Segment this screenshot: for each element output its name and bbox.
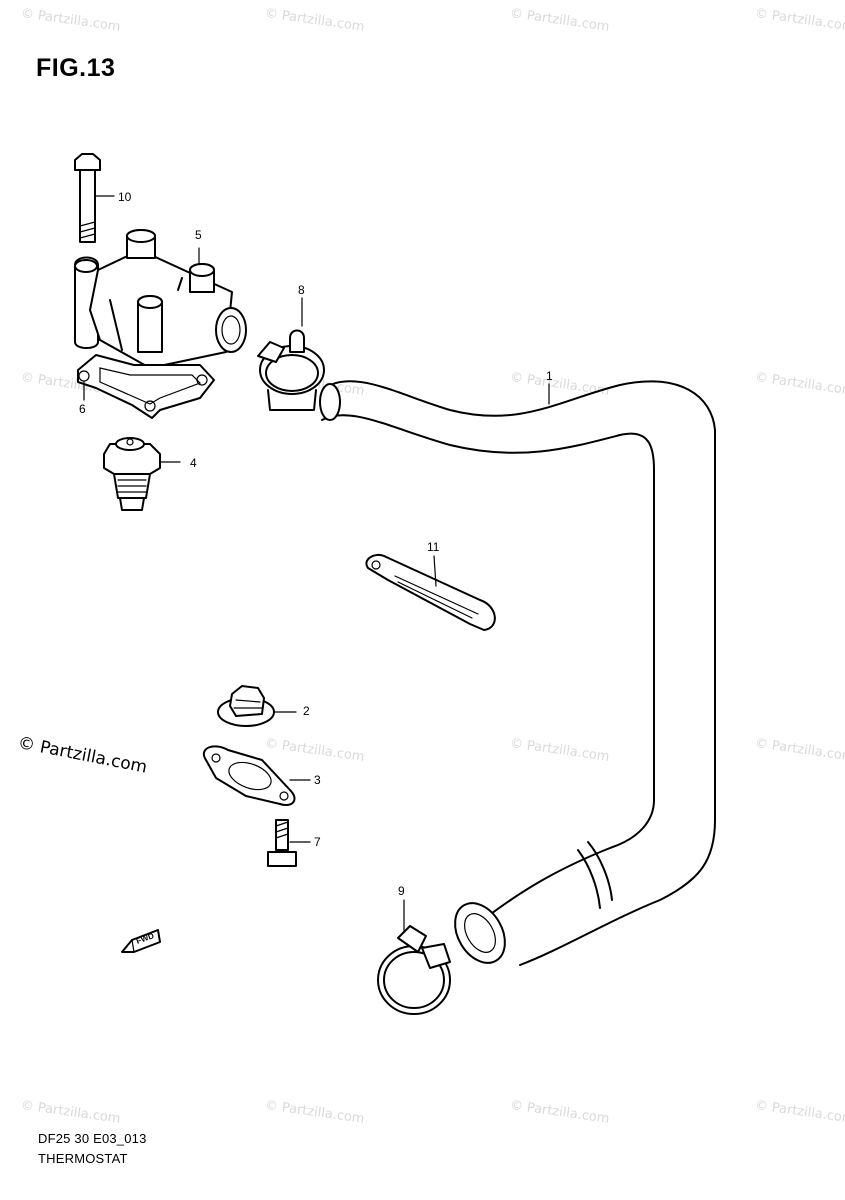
- figure-title: FIG.13: [36, 54, 116, 82]
- thermostat-part[interactable]: [103, 437, 181, 511]
- callout-bolt-lower: 7: [314, 835, 321, 849]
- drawing-code: DF25 30 E03_013: [38, 1131, 147, 1146]
- callout-thermostat: 4: [190, 456, 197, 470]
- clamp-upper-part[interactable]: [257, 297, 325, 411]
- callout-gasket-lower: 3: [314, 773, 321, 787]
- gasket-lower-part[interactable]: [203, 745, 311, 806]
- clamp-lower-part[interactable]: [377, 899, 451, 1015]
- callout-hose: 1: [546, 369, 553, 383]
- section-name: THERMOSTAT: [38, 1151, 128, 1166]
- callout-strap: 11: [427, 540, 440, 554]
- bolt-lower-part[interactable]: [267, 819, 311, 867]
- bolt-upper-part[interactable]: [74, 153, 115, 243]
- callout-cap: 2: [303, 704, 310, 718]
- strap-part[interactable]: [365, 554, 496, 631]
- callout-clamp-lower: 9: [398, 884, 405, 898]
- gasket-upper-part[interactable]: [77, 354, 215, 419]
- forward-arrow-icon: [121, 929, 161, 953]
- thermostat-cover-part[interactable]: [74, 229, 247, 369]
- hose-part[interactable]: [319, 380, 716, 972]
- callout-bolt-upper: 10: [118, 190, 132, 204]
- callout-thermostat-cover: 5: [195, 228, 202, 242]
- cap-part[interactable]: [217, 685, 297, 727]
- callout-gasket-upper: 6: [79, 402, 86, 416]
- callout-clamp-upper: 8: [298, 283, 305, 297]
